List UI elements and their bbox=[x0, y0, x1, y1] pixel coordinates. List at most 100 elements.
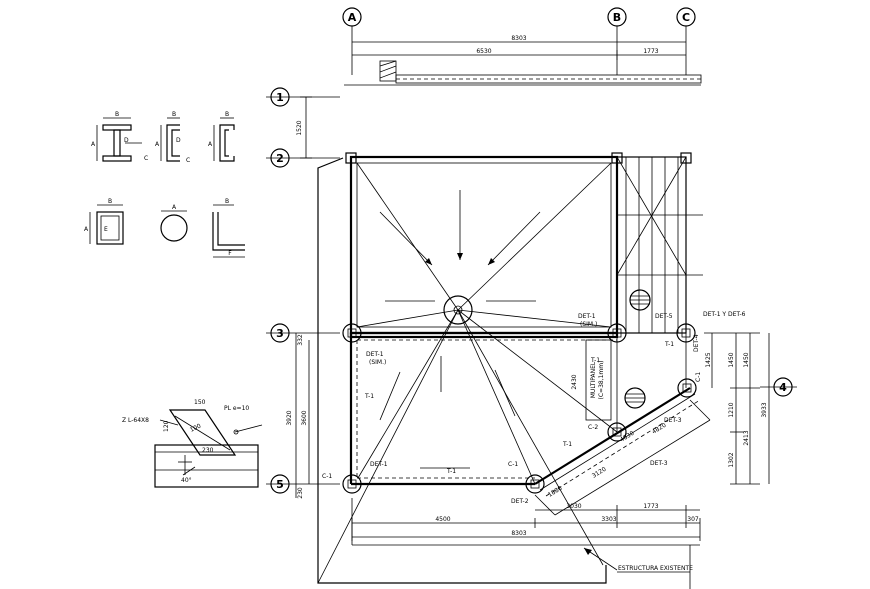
column-b4 bbox=[607, 422, 627, 442]
label-estructura-existente: ESTRUCTURA EXISTENTE bbox=[618, 565, 693, 572]
detail-w100-label: 100 bbox=[189, 423, 203, 434]
column-b2 bbox=[611, 152, 623, 164]
section-box-a-label: A bbox=[84, 226, 89, 233]
column-mid5 bbox=[525, 474, 545, 494]
section-pipe-a-label: A bbox=[172, 204, 177, 211]
label-t1-diag: T-1 bbox=[562, 441, 572, 448]
column-b3 bbox=[607, 323, 627, 343]
column-c4 bbox=[677, 378, 697, 398]
dim-right-1450: 1450 bbox=[728, 352, 735, 367]
section-c-b-label: B bbox=[172, 111, 176, 118]
grid-bubble-a: A bbox=[342, 7, 362, 75]
detail-w230-label: 230 bbox=[202, 447, 214, 454]
section-angle-b-label: B bbox=[225, 198, 229, 205]
dim-bottom-307: 307 bbox=[687, 516, 699, 523]
i-beam-section: B A D C bbox=[91, 111, 148, 162]
section-i-c-label: C bbox=[144, 155, 148, 162]
label-det3-lower: DET-3 bbox=[650, 460, 668, 467]
box-section: B A E bbox=[84, 198, 124, 245]
dim-bottom-1773: 1773 bbox=[643, 503, 658, 510]
connection-detail: Z L-64X8 150 PL e=10 120 100 230 40° bbox=[122, 399, 263, 488]
section-l-b-label: B bbox=[225, 111, 229, 118]
pipe-section: A bbox=[160, 204, 188, 242]
column-c3 bbox=[676, 323, 696, 343]
column-a5 bbox=[342, 474, 362, 494]
section-box-b-label: B bbox=[108, 198, 112, 205]
dim-right-1302: 1302 bbox=[728, 452, 735, 467]
dim-left-1-2: 1520 bbox=[296, 120, 303, 135]
dim-bottom-4500: 4500 bbox=[435, 516, 450, 523]
c-channel-section: B A D C bbox=[155, 111, 190, 164]
grid-bubble-5: 5 bbox=[266, 474, 340, 494]
outer-boundary bbox=[317, 157, 700, 584]
grid-bubble-b-label: B bbox=[613, 11, 621, 24]
dim-left-bottom: 230 bbox=[297, 487, 304, 499]
label-det1-det6: DET-1 Y DET-6 bbox=[703, 311, 746, 318]
column-a3 bbox=[342, 323, 362, 343]
dim-mid-2430: 2430 bbox=[571, 374, 578, 389]
dim-left-inner: 3600 bbox=[301, 410, 308, 425]
label-c1-right: C-1 bbox=[695, 372, 702, 382]
grid-bubble-1-label: 1 bbox=[276, 91, 284, 104]
detail-w120-label: 120 bbox=[163, 420, 170, 432]
label-c1-left: C-1 bbox=[322, 473, 332, 480]
diagonal-beam bbox=[534, 387, 711, 516]
section-l-a-label: A bbox=[208, 141, 213, 148]
top-dimensions: 8303 6530 1773 bbox=[352, 35, 686, 60]
grid-row-bubbles: 1 2 3 4 5 bbox=[266, 87, 797, 494]
angle-section: B F bbox=[212, 198, 245, 258]
label-t1-right: T-1 bbox=[664, 341, 674, 348]
upper-bay bbox=[349, 155, 619, 335]
grid-bubble-b: B bbox=[607, 7, 627, 75]
dim-top-right: 1773 bbox=[643, 48, 658, 55]
label-t1-left: T-1 bbox=[364, 393, 374, 400]
dim-left-small: 332 bbox=[297, 334, 304, 346]
section-i-b-label: A bbox=[91, 141, 96, 148]
column-c2 bbox=[680, 152, 692, 164]
section-box-e-label: E bbox=[104, 226, 108, 233]
section-i-d-label: D bbox=[124, 137, 129, 144]
dim-right-3933: 3933 bbox=[761, 402, 768, 417]
detail-plate-label: PL e=10 bbox=[224, 405, 249, 412]
grid-bubble-4: 4 bbox=[760, 377, 797, 397]
grid-column-bubbles: A B C bbox=[342, 7, 696, 75]
section-i-a-label: B bbox=[115, 111, 119, 118]
detail-w40-label: 40° bbox=[181, 477, 192, 484]
grid-bubble-4-label: 4 bbox=[779, 381, 787, 394]
label-c1-mid: C-1 bbox=[508, 461, 518, 468]
dim-right-2413: 2413 bbox=[743, 430, 750, 445]
grid-bubble-5-label: 5 bbox=[276, 478, 284, 491]
section-angle-f-label: F bbox=[228, 250, 232, 257]
label-t1-mid: T-1 bbox=[590, 357, 600, 364]
dim-bottom-3030: 3030 bbox=[566, 503, 581, 510]
dim-bottom-3303: 3303 bbox=[601, 516, 616, 523]
multipanel-sub-label: (C=38,1mm) bbox=[598, 361, 605, 400]
detail-angle-label: Z L-64X8 bbox=[122, 417, 149, 424]
grid-bubble-c-label: C bbox=[682, 11, 690, 24]
lipped-channel-section: B A bbox=[208, 111, 235, 162]
label-det4: DET-4 bbox=[693, 334, 700, 352]
grid-bubble-a-label: A bbox=[348, 11, 357, 24]
dim-diag-3120: 3120 bbox=[591, 466, 608, 480]
label-det5: DET-5 bbox=[655, 313, 673, 320]
dim-right-1425: 1425 bbox=[705, 352, 712, 367]
dim-right-1450b: 1450 bbox=[743, 352, 750, 367]
label-c2: C-2 bbox=[588, 424, 598, 431]
grid-bubble-2-label: 2 bbox=[276, 152, 284, 165]
label-det1-a5: DET-1 bbox=[370, 461, 388, 468]
dim-bottom-total: 8303 bbox=[511, 530, 526, 537]
grid-bubble-3-label: 3 bbox=[276, 327, 284, 340]
dim-left-3-5: 3920 bbox=[286, 410, 293, 425]
label-t1-bottom: T-1 bbox=[446, 468, 456, 475]
annotations: DET-1 (SIM.) DET-1 (SIM.) DET-1 Y DET-6 … bbox=[322, 311, 746, 589]
section-c-a-label: A bbox=[155, 141, 160, 148]
right-bay bbox=[616, 156, 703, 432]
right-dimensions: 1425 1450 1450 1210 1302 2413 3933 bbox=[704, 332, 770, 485]
column-a2 bbox=[345, 152, 357, 164]
lower-bay bbox=[317, 309, 619, 584]
section-c-c-label: C bbox=[186, 157, 190, 164]
columns bbox=[342, 152, 697, 494]
top-existing-strip bbox=[344, 60, 702, 86]
section-legend: B A D C B A D C B A bbox=[84, 111, 245, 258]
